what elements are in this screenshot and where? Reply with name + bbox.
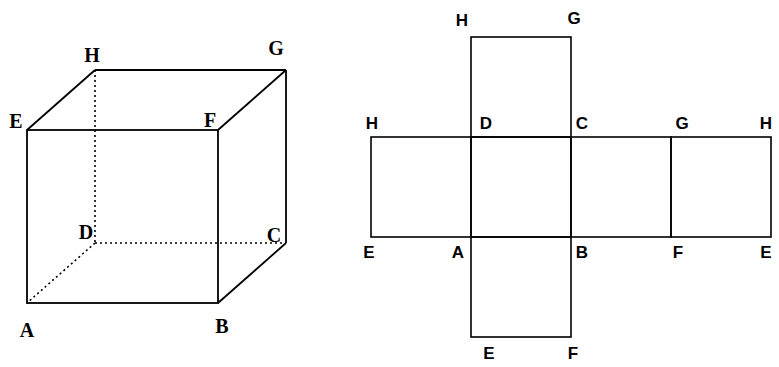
vertex-label: H [456,12,468,29]
vertex-label: G [567,10,580,27]
vertex-label: G [675,115,688,132]
vertex-label: F [204,110,216,130]
vertex-label: D [79,222,93,242]
vertex-label: C [267,225,281,245]
vertex-label: D [480,115,492,132]
vertex-label: G [268,38,284,58]
vertex-label: F [568,345,578,362]
vertex-label: E [9,111,22,131]
vertex-label: B [576,244,588,261]
vertex-label: E [483,345,494,362]
vertex-label: B [215,316,228,336]
vertex-label: C [576,115,588,132]
vertex-label: E [363,244,374,261]
vertex-label: F [673,244,683,261]
vertex-label: A [452,244,464,261]
vertex-label: A [20,320,34,340]
vertex-label: H [760,115,772,132]
vertex-label: H [366,115,378,132]
vertex-label: H [84,45,100,65]
vertex-label: E [760,244,771,261]
